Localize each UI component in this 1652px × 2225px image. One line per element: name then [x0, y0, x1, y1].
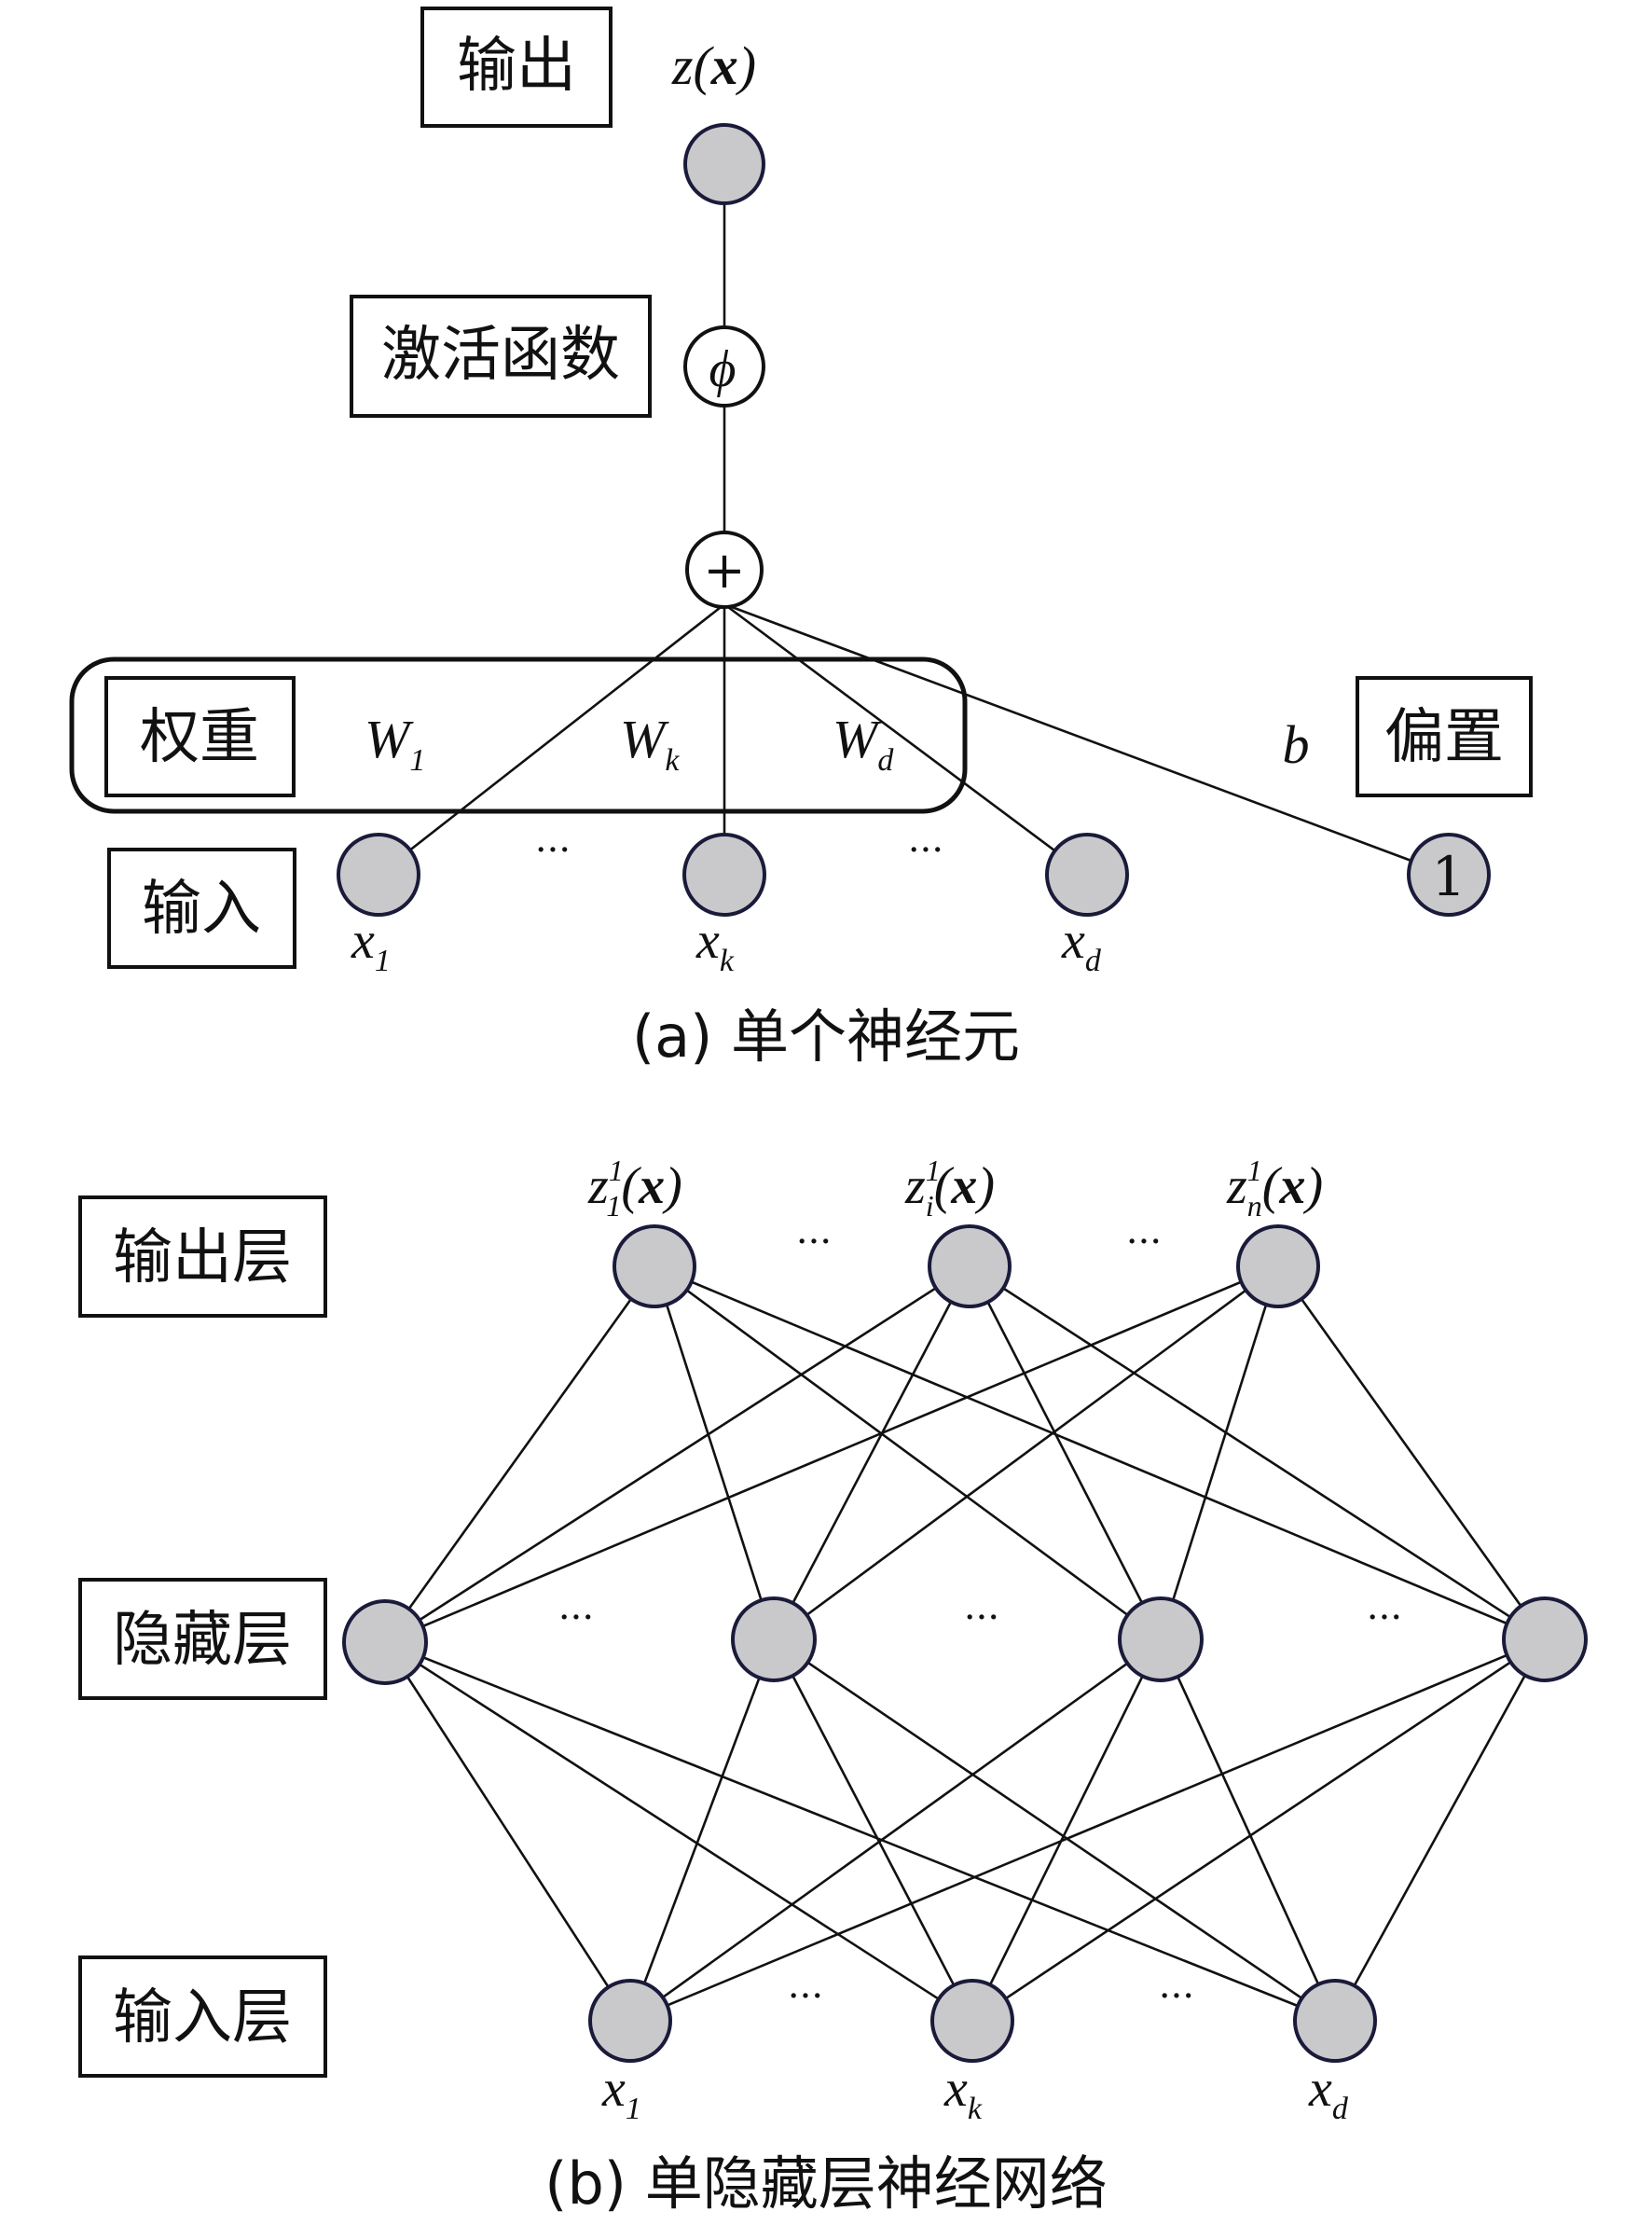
- edge-hidden-input-2-0: [629, 1638, 1162, 2023]
- edge-hidden-input-3-1: [971, 1638, 1546, 2023]
- output-label-box: [420, 7, 613, 128]
- ellipsis-b-in-1: ···: [788, 1975, 823, 2018]
- hidden-node-3: [1118, 1596, 1204, 1682]
- hidden-layer-label: 隐藏层: [113, 1606, 292, 1675]
- input-node-xk: [682, 833, 766, 917]
- output-node: [683, 123, 765, 205]
- input-layer-label: 输入层: [113, 1983, 292, 2052]
- output-label: 输出: [457, 32, 576, 101]
- edge-hidden-input-0-1: [384, 1640, 973, 2023]
- input-layer-node-d: [1293, 1979, 1377, 2063]
- weight-wd: Wd: [833, 709, 894, 778]
- output-layer-node-1: [613, 1224, 696, 1308]
- input-xd: xd: [1061, 912, 1102, 978]
- activation-node: [683, 325, 765, 408]
- ellipsis-b-out-2: ···: [1126, 1221, 1162, 1264]
- network-edges: [383, 1265, 1547, 2023]
- bias-symbol: b: [1283, 714, 1310, 775]
- input-layer-node-1: [588, 1979, 672, 2063]
- hidden-node-2: [731, 1596, 817, 1682]
- input-label-box: [107, 848, 296, 969]
- edge-hidden-input-0-0: [383, 1641, 632, 2022]
- edge-output-hidden-0-2: [654, 1265, 1162, 1641]
- edge-output-hidden-1-3: [969, 1265, 1546, 1641]
- edge-hidden-input-2-1: [971, 1638, 1163, 2022]
- input-xk: xk: [695, 912, 735, 978]
- ellipsis-b-out-1: ···: [796, 1221, 832, 1264]
- hidden-node-1: [342, 1599, 428, 1685]
- edge-sum-xd: [723, 602, 1088, 877]
- output-layer-label: 输出层: [113, 1223, 292, 1292]
- ellipsis-b-hid-1: ···: [558, 1596, 594, 1639]
- edge-hidden-input-3-2: [1333, 1638, 1547, 2022]
- edge-output-hidden-1-2: [968, 1265, 1163, 1640]
- input-label: 输入: [142, 875, 261, 944]
- net-input-xk: xk: [943, 2060, 983, 2126]
- bias-input-value: 1: [1432, 845, 1466, 908]
- hidden-node-4: [1502, 1596, 1588, 1682]
- bias-input-node: [1407, 833, 1491, 917]
- output-layer-label-box: [78, 1195, 327, 1318]
- edge-output-hidden-1-1: [772, 1265, 971, 1640]
- edge-sum-bias: [723, 602, 1450, 877]
- edge-hidden-input-1-2: [773, 1638, 1336, 2023]
- edge-output-hidden-0-3: [654, 1265, 1546, 1641]
- weight-wk: Wk: [620, 709, 680, 778]
- edge-hidden-input-1-1: [772, 1638, 974, 2022]
- edge-hidden-input-3-0: [629, 1638, 1546, 2023]
- edge-output-hidden-0-1: [653, 1265, 776, 1640]
- edge-output-hidden-2-0: [384, 1265, 1279, 1644]
- ellipsis-b-in-2: ···: [1159, 1975, 1194, 2018]
- hidden-layer-label-box: [78, 1578, 327, 1700]
- caption-b: (b) 单隐藏层神经网络: [544, 2149, 1107, 2218]
- weights-group-box: [69, 656, 968, 814]
- sum-symbol: +: [703, 541, 745, 600]
- edge-output-hidden-2-3: [1276, 1265, 1547, 1640]
- edge-hidden-input-1-0: [628, 1638, 776, 2022]
- input-node-x1: [337, 833, 420, 917]
- input-x1: x1: [351, 912, 391, 978]
- weights-label: 权重: [140, 703, 259, 772]
- edge-output-hidden-1-0: [384, 1265, 971, 1644]
- weights-label-box: [104, 676, 296, 797]
- output-layer-node-i: [928, 1224, 1012, 1308]
- activation-symbol: ϕ: [709, 340, 737, 398]
- ellipsis-a-right: ···: [908, 829, 943, 872]
- input-node-xd: [1045, 833, 1129, 917]
- input-layer-label-box: [78, 1956, 327, 2078]
- input-layer-node-k: [930, 1979, 1014, 2063]
- output-symbol: z(x): [671, 35, 756, 96]
- weight-w1: W1: [365, 709, 425, 778]
- net-input-xd: xd: [1308, 2060, 1349, 2126]
- edge-hidden-input-0-2: [384, 1640, 1336, 2023]
- single-neuron-diagram: 输出 z(x) 激活函数 ϕ + 权重 W1 Wk Wd b 偏置 输入: [69, 7, 1533, 1071]
- edge-output-hidden-2-1: [773, 1265, 1279, 1641]
- output-layer-node-n: [1236, 1224, 1320, 1308]
- net-input-x1: x1: [601, 2060, 641, 2126]
- ellipsis-b-hid-2: ···: [964, 1596, 999, 1639]
- edge-hidden-input-2-2: [1159, 1638, 1337, 2022]
- caption-a: (a) 单个神经元: [632, 1002, 1020, 1071]
- bias-label: 偏置: [1384, 703, 1504, 772]
- activation-label: 激活函数: [381, 321, 620, 390]
- bias-label-box: [1356, 676, 1533, 797]
- edge-output-hidden-2-2: [1159, 1265, 1280, 1640]
- sum-node: [685, 531, 764, 609]
- edge-sum-x1: [378, 602, 725, 877]
- edge-output-hidden-0-0: [383, 1265, 656, 1643]
- ellipsis-b-hid-3: ···: [1367, 1596, 1402, 1639]
- ellipsis-a-left: ···: [535, 829, 571, 872]
- activation-label-box: [350, 295, 652, 418]
